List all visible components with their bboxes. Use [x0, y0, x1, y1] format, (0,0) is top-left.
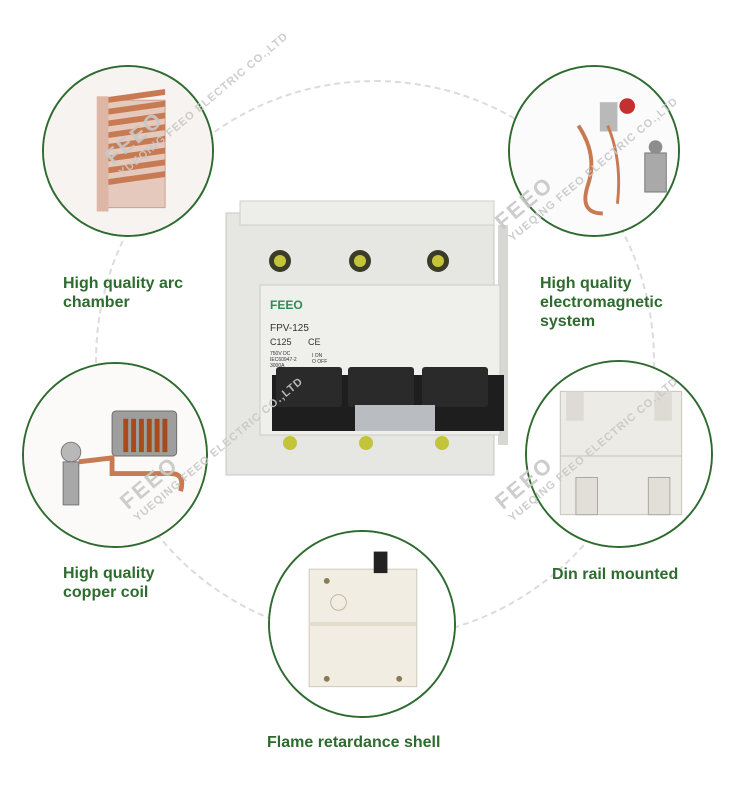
circuit-breaker-product: FEEO FPV-125 C125 CE 750V DC IEC60947-2 …: [220, 195, 520, 485]
product-standard-label: IEC60947-2: [270, 357, 297, 363]
electromagnetic-mechanism-icon: [576, 98, 667, 216]
product-ce-label: CE: [308, 337, 321, 347]
caption-copper-coil: High quality copper coil: [63, 565, 155, 601]
flame-shell-photo: [268, 530, 456, 718]
product-model-label: FPV-125: [270, 323, 309, 334]
coil-icon: [60, 410, 185, 506]
product-off-label: O OFF: [312, 359, 327, 365]
product-voltage-label: 750V DC: [270, 351, 291, 357]
caption-electromagnetic: High quality electromagnetic system: [540, 275, 663, 330]
din-rail-back-icon: [559, 390, 683, 516]
caption-flame-shell: Flame retardance shell: [267, 734, 441, 751]
arc-plates-icon: [96, 89, 166, 212]
caption-arc-chamber: High quality arc chamber: [63, 275, 184, 311]
product-brand-label: FEEO: [270, 298, 303, 312]
product-on-label: I ON: [312, 353, 323, 359]
din-rail-photo: [525, 360, 713, 548]
product-rating-label: C125: [270, 337, 292, 347]
product-breaking-label: 3000A: [270, 363, 285, 369]
caption-din-rail: Din rail mounted: [552, 566, 679, 583]
shell-side-icon: [308, 551, 418, 688]
electromagnetic-photo: [508, 65, 680, 237]
arc-chamber-photo: [42, 65, 214, 237]
copper-coil-photo: [22, 362, 208, 548]
